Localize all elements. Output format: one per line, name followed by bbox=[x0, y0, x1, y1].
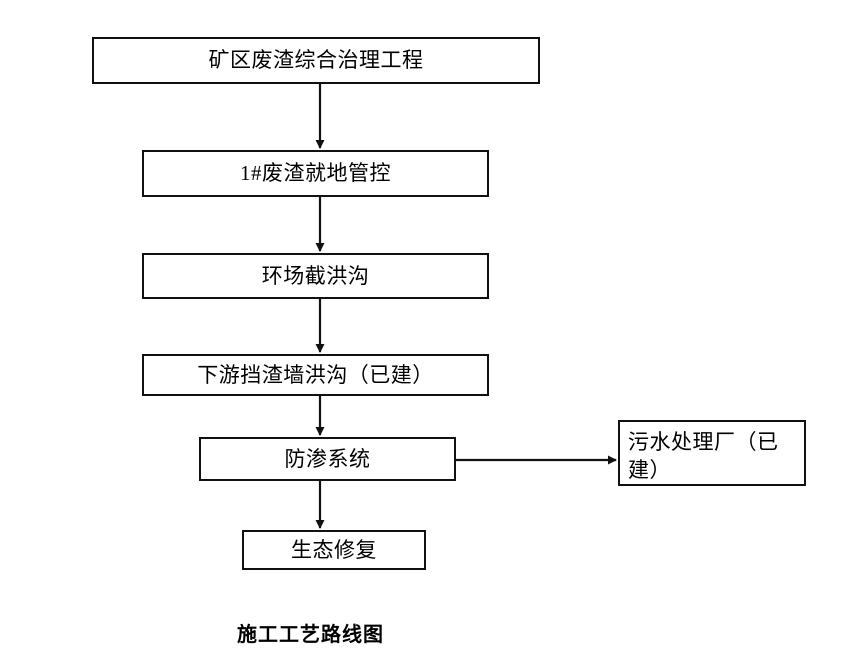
node-label: 矿区废渣综合治理工程 bbox=[208, 48, 424, 73]
node-mine-waste-project[interactable]: 矿区废渣综合治理工程 bbox=[92, 37, 540, 84]
node-label: 生态修复 bbox=[291, 537, 377, 562]
node-anti-seepage-system[interactable]: 防渗系统 bbox=[199, 437, 456, 481]
node-label: 下游挡渣墙洪沟（已建） bbox=[197, 362, 434, 387]
node-label: 防渗系统 bbox=[284, 446, 371, 471]
node-ecological-restoration[interactable]: 生态修复 bbox=[242, 530, 426, 570]
node-perimeter-flood-ditch[interactable]: 环场截洪沟 bbox=[142, 253, 489, 299]
node-wastewater-treatment-plant[interactable]: 污水处理厂（已建） bbox=[618, 420, 806, 486]
diagram-caption: 施工工艺路线图 bbox=[237, 624, 384, 646]
node-waste-insitu-control[interactable]: 1#废渣就地管控 bbox=[142, 150, 489, 197]
node-downstream-retaining-wall-ditch[interactable]: 下游挡渣墙洪沟（已建） bbox=[142, 354, 489, 396]
node-label: 污水处理厂（已建） bbox=[628, 430, 779, 483]
node-label: 环场截洪沟 bbox=[261, 263, 370, 288]
node-label: 1#废渣就地管控 bbox=[240, 161, 391, 186]
